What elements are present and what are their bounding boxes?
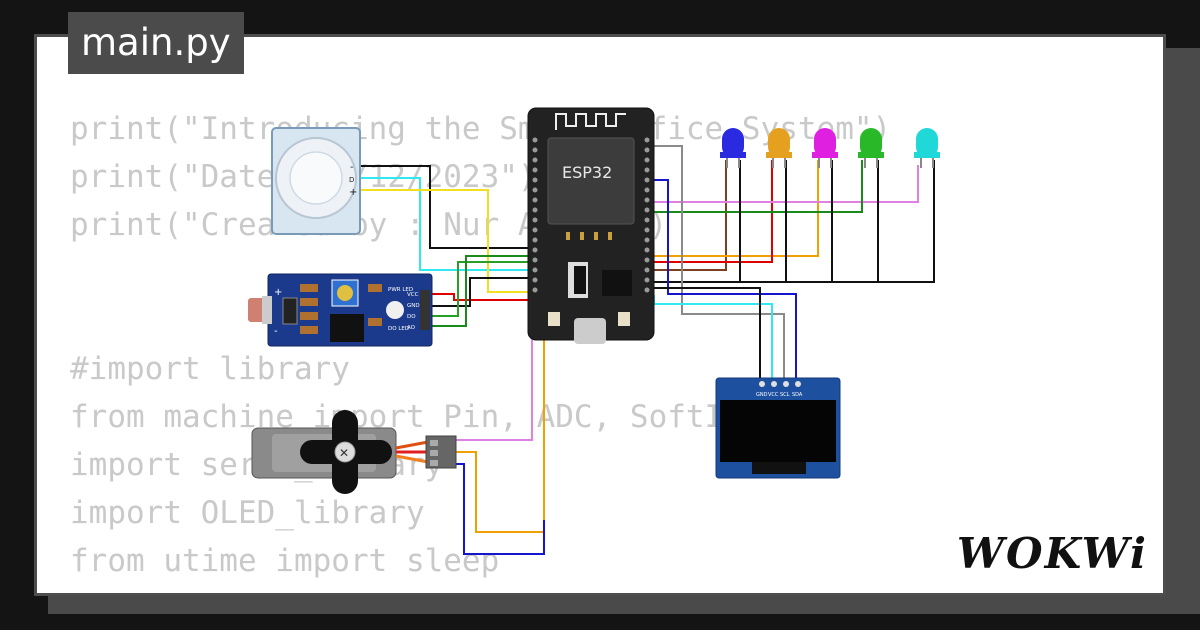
pin-header-left [532, 137, 538, 293]
wire-pir-vcc [360, 189, 532, 293]
ldr-left-pin-plus: + [274, 287, 282, 298]
wire-oled-gray [645, 145, 785, 382]
wire-led-green [650, 160, 863, 213]
wire-led-red [650, 160, 773, 263]
led-magenta [812, 128, 838, 168]
ldr-pin-do: DO [407, 314, 416, 320]
wire-oled-gnd [650, 287, 761, 382]
wire-pir-gnd [360, 165, 532, 249]
code-line: #import library [70, 351, 350, 387]
led-rim [858, 152, 884, 158]
wires [360, 145, 935, 555]
code-line: from utime import sleep [70, 543, 500, 579]
led-body [916, 128, 938, 158]
led-row [720, 128, 940, 168]
ldr-module: + - PWR LED DO LED VCC GND DO AO [248, 273, 433, 347]
ldr-pwr-led-label: PWR LED [388, 287, 413, 293]
wire-servo-gnd [455, 463, 545, 555]
led-orange [766, 128, 792, 168]
ldr-pin-vcc: VCC [407, 292, 419, 298]
pir-pin-vcc: + [349, 187, 357, 198]
wire-led-blue [650, 160, 727, 271]
led-green [858, 128, 884, 168]
oled-pin-vcc: VCC [768, 392, 779, 398]
led-rim [914, 152, 940, 158]
file-tab[interactable]: main.py [68, 12, 244, 74]
esp32-board: ESP32 [527, 107, 655, 344]
brand-logo: WOKWi [956, 529, 1148, 578]
pir-pin-d: D [349, 176, 354, 184]
wire-ldr-do [432, 261, 532, 317]
servo-screw-icon: ✕ [339, 446, 349, 460]
wire-pir-out [360, 177, 532, 271]
pin-header-right [644, 137, 650, 293]
led-body [768, 128, 790, 158]
pir-pin-gnd: - [350, 162, 354, 173]
led-cyan [914, 128, 940, 168]
wire-led-orange [650, 160, 819, 257]
wire-oled-cyan [650, 295, 773, 382]
led-rim [720, 152, 746, 158]
wire-servo-vcc [455, 310, 545, 533]
wire-oled-blue [650, 179, 797, 382]
oled-display: GND VCC SCL SDA [715, 377, 841, 479]
wire-gnd-bus [650, 160, 935, 283]
wire-servo-signal [455, 310, 533, 441]
wire-ldr-gnd [432, 277, 532, 307]
ldr-pin-ao: AO [407, 325, 416, 331]
ldr-do-led-label: DO LED [388, 326, 409, 332]
oled-pin-gnd: GND [756, 392, 768, 398]
led-body [860, 128, 882, 158]
servo-motor: ✕ [251, 410, 457, 494]
led-rim [812, 152, 838, 158]
wire-ldr-vcc [432, 293, 532, 301]
pir-sensor: - D + [271, 127, 361, 235]
oled-pin-scl: SCL [780, 392, 790, 398]
board-label: ESP32 [562, 163, 612, 182]
led-blue [720, 128, 746, 168]
oled-pin-sda: SDA [792, 392, 803, 398]
led-body [814, 128, 836, 158]
led-body [722, 128, 744, 158]
ldr-pin-gnd: GND [407, 303, 420, 309]
code-line: import OLED_library [70, 495, 425, 531]
led-rim [766, 152, 792, 158]
wire-ldr-ao [432, 255, 532, 327]
ldr-left-pin-minus: - [274, 326, 278, 337]
